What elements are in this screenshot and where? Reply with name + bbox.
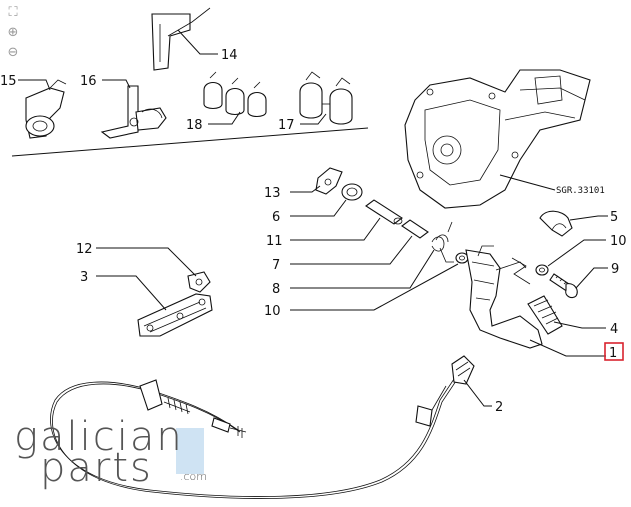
callout-6: 6 bbox=[272, 210, 280, 225]
callout-15: 15 bbox=[0, 74, 17, 89]
callout-13: 13 bbox=[264, 186, 281, 201]
callout-5: 5 bbox=[610, 210, 618, 225]
part-5-clip bbox=[539, 210, 573, 237]
part-16-bracket bbox=[100, 85, 167, 139]
part-1-clutch-pedal bbox=[465, 245, 543, 349]
part-12-nut bbox=[187, 271, 211, 293]
reference-leader-line bbox=[499, 174, 556, 191]
watermark-domain: .com bbox=[180, 470, 207, 483]
part-4-pedal-pad bbox=[527, 295, 563, 335]
watermark-accent-block bbox=[176, 428, 204, 474]
part-11-pin bbox=[365, 199, 403, 225]
part-10-washer-upper bbox=[535, 264, 549, 276]
zoom-in-icon[interactable]: ⊕ bbox=[7, 25, 19, 40]
watermark-line-1: galician bbox=[14, 414, 184, 460]
callout-11: 11 bbox=[266, 234, 283, 249]
callout-2: 2 bbox=[495, 400, 503, 415]
part-18-clips bbox=[203, 71, 267, 118]
zoom-out-icon[interactable]: ⊖ bbox=[7, 45, 19, 60]
selected-part-highlight[interactable] bbox=[604, 342, 624, 361]
callout-14: 14 bbox=[221, 48, 238, 63]
fit-screen-icon[interactable]: ⛶ bbox=[8, 5, 18, 20]
part-2-clutch-cable bbox=[50, 355, 475, 499]
part-3-lever bbox=[137, 293, 213, 337]
gearbox-housing-drawing bbox=[404, 69, 591, 209]
callout-18: 18 bbox=[186, 118, 203, 133]
callout-10-lower: 10 bbox=[264, 304, 281, 319]
callout-10-upper: 10 bbox=[610, 234, 627, 249]
callout-16: 16 bbox=[80, 74, 97, 89]
part-15-clamp bbox=[25, 79, 67, 139]
part-6-bushing bbox=[341, 183, 363, 201]
section-separator bbox=[11, 127, 369, 157]
part-17-clips bbox=[299, 71, 353, 125]
callout-12: 12 bbox=[76, 242, 93, 257]
part-13-cam bbox=[315, 167, 343, 195]
callout-9: 9 bbox=[611, 262, 619, 277]
callout-3: 3 bbox=[80, 270, 88, 285]
part-14-bracket bbox=[151, 7, 211, 71]
part-7-pin bbox=[401, 219, 429, 239]
part-10-washer-lower bbox=[455, 252, 469, 264]
callout-17: 17 bbox=[278, 118, 295, 133]
part-9-bolt bbox=[549, 273, 578, 299]
callout-8: 8 bbox=[272, 282, 280, 297]
callout-7: 7 bbox=[272, 258, 280, 273]
watermark-line-2: parts bbox=[40, 445, 153, 491]
callout-1[interactable]: 1 bbox=[609, 346, 617, 361]
callout-4: 4 bbox=[610, 322, 618, 337]
part-8-spring bbox=[431, 221, 454, 263]
reference-code: SGR.33101 bbox=[556, 186, 605, 196]
